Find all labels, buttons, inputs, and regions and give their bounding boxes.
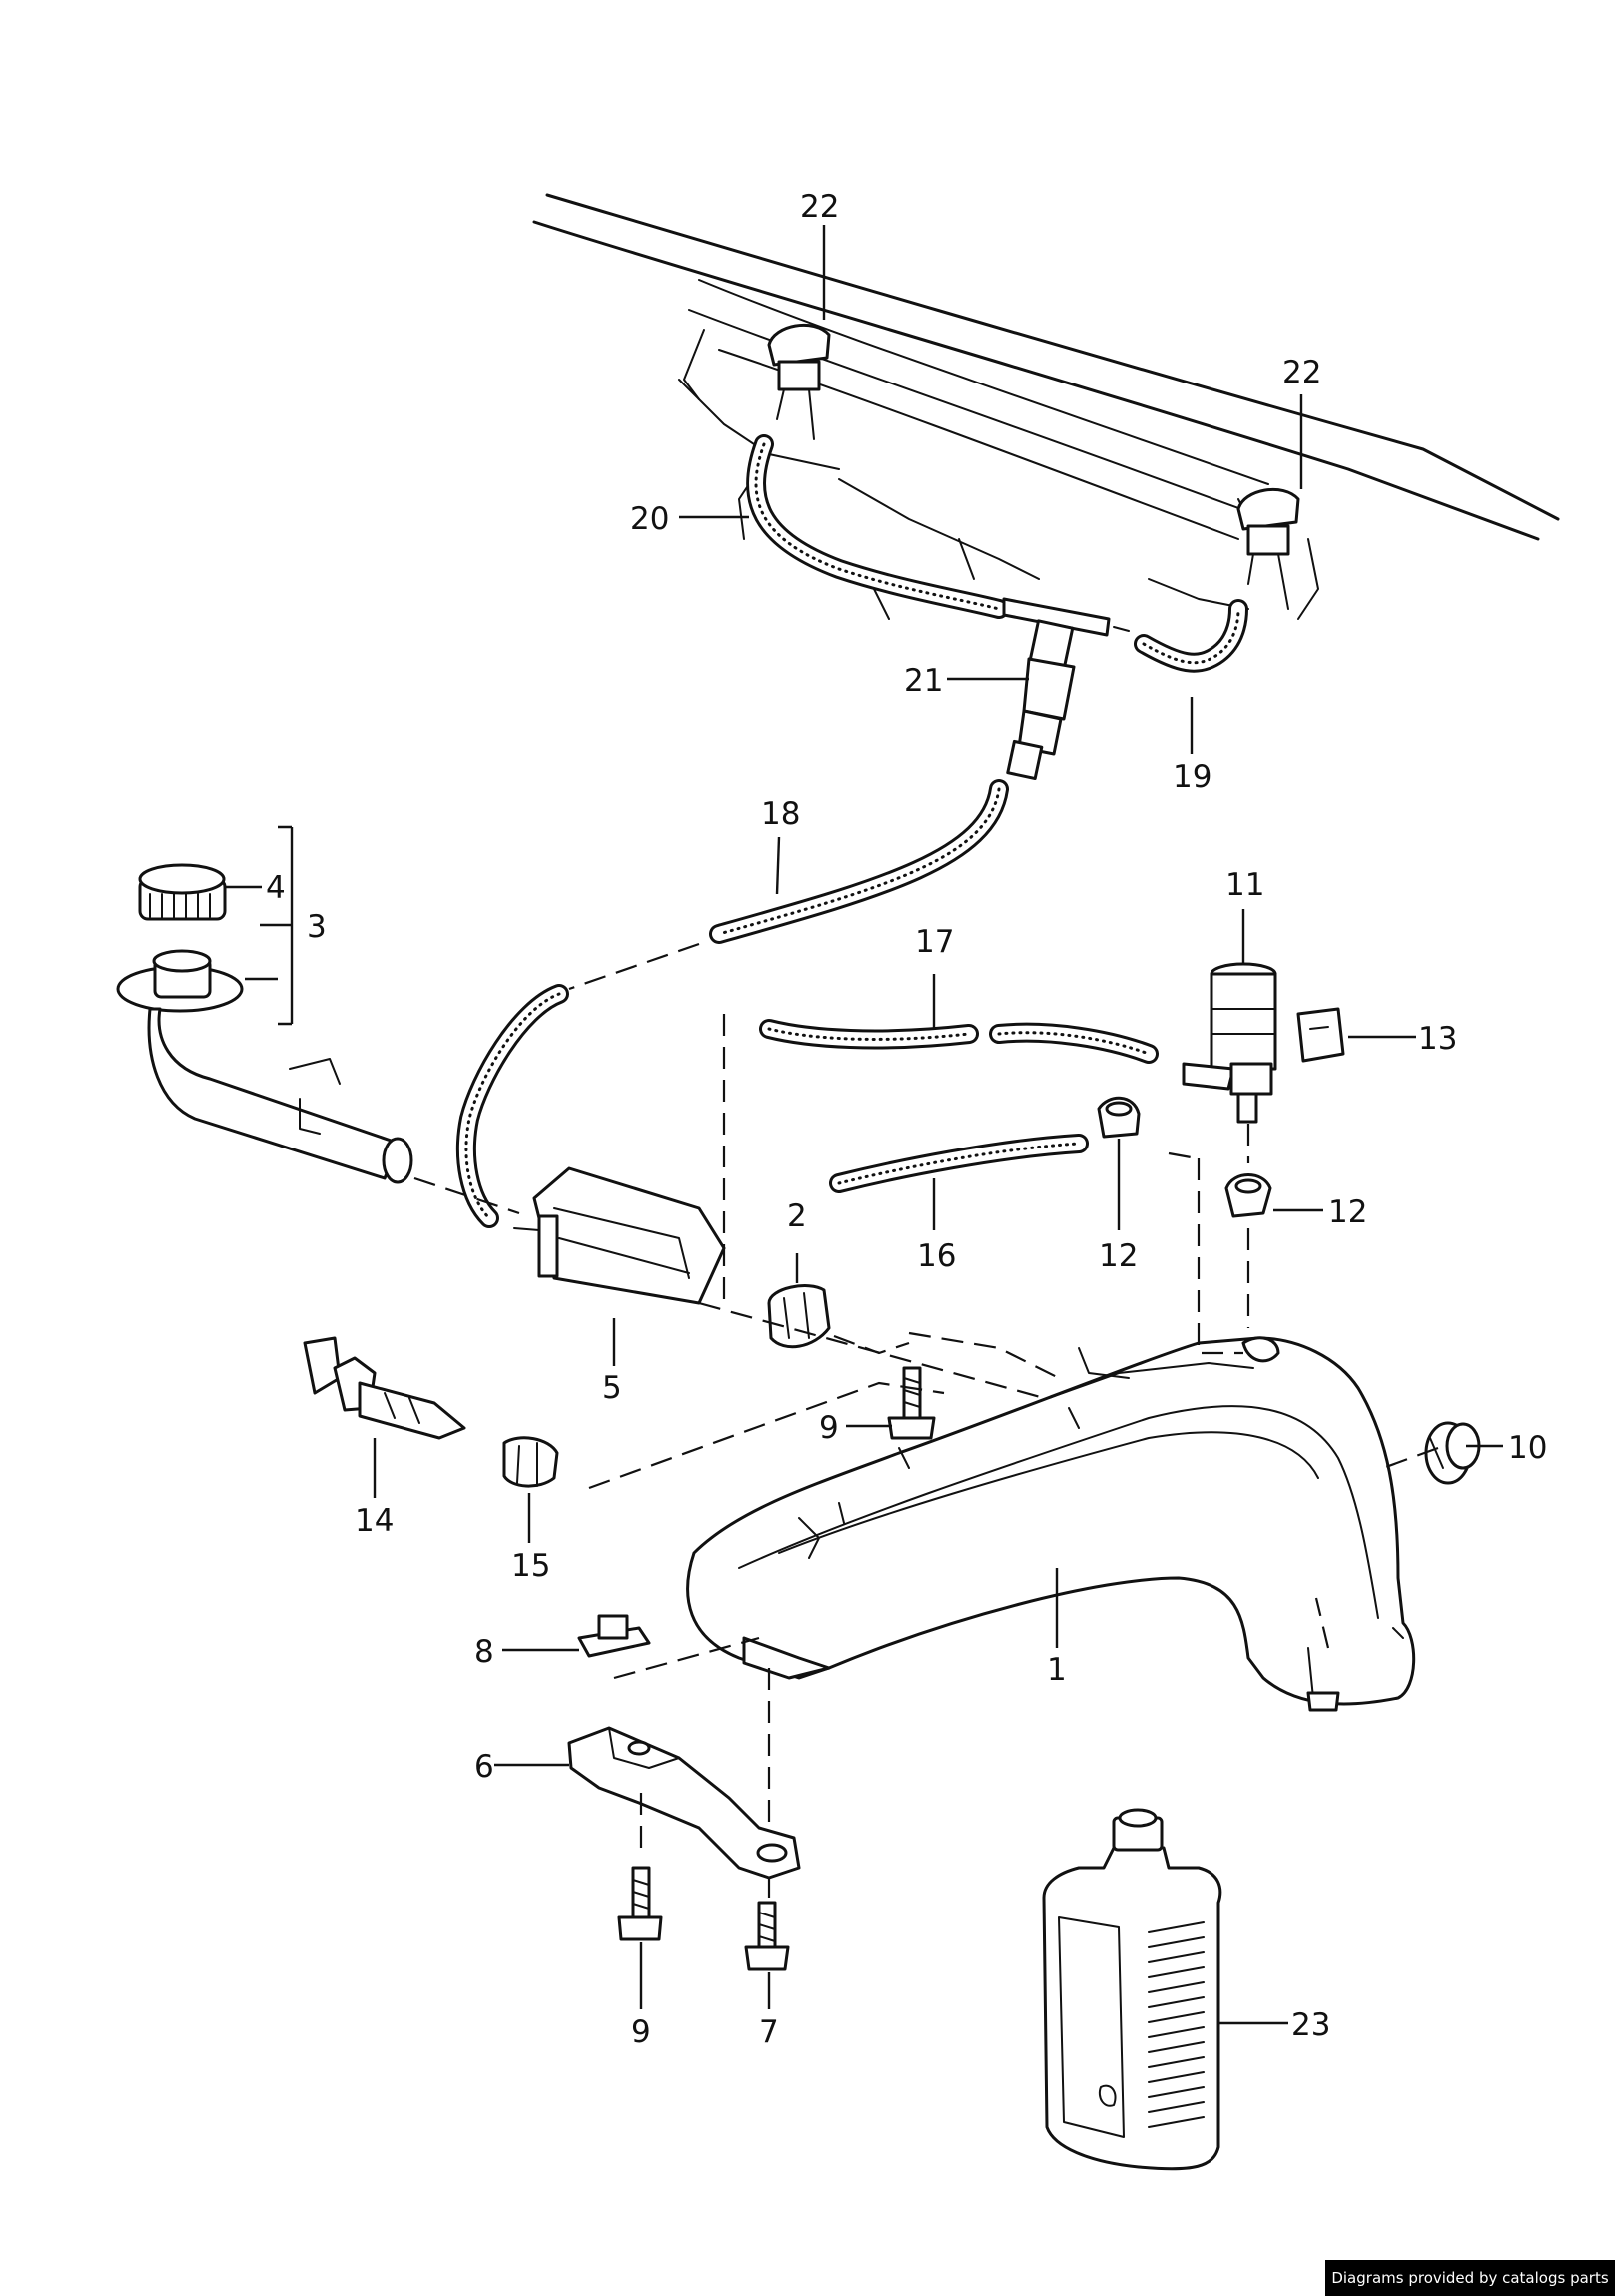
- callout-11: 11: [1225, 867, 1264, 903]
- callout-19: 19: [1173, 759, 1211, 795]
- callout-2: 2: [787, 1198, 807, 1234]
- callout-20: 20: [630, 501, 669, 537]
- bolt-7: [744, 1901, 790, 1971]
- reservoir-1: [686, 1336, 1416, 1712]
- callout-12-right: 12: [1328, 1194, 1367, 1230]
- attribution-badge: Diagrams provided by catalogs parts: [1325, 2260, 1615, 2296]
- assembly-lines: [413, 1124, 1439, 1898]
- level-sensor-14: [303, 1336, 466, 1440]
- callouts: 22 22 20 21 19 18 4 3 17 11 13 12 12 16 …: [266, 189, 1547, 2050]
- callout-5: 5: [602, 1370, 622, 1406]
- callout-16: 16: [917, 1238, 956, 1274]
- callout-13: 13: [1418, 1021, 1457, 1057]
- leader-lines: [225, 225, 1503, 2025]
- callout-18: 18: [761, 796, 800, 832]
- grommet-15: [502, 1436, 559, 1488]
- bolt-9-upper: [887, 1366, 936, 1440]
- clip-8: [577, 1614, 651, 1658]
- hose-16: [829, 1134, 1089, 1193]
- callout-1: 1: [1047, 1652, 1067, 1688]
- washer-pump-11: [1182, 962, 1277, 1124]
- hose-18: [455, 779, 1009, 1228]
- callout-3: 3: [307, 909, 327, 945]
- callout-9-lower: 9: [631, 2014, 651, 2050]
- callout-9-upper: 9: [819, 1410, 839, 1446]
- cap-10: [1424, 1421, 1481, 1485]
- callout-4: 4: [266, 870, 286, 906]
- callout-22-right: 22: [1282, 355, 1321, 390]
- callout-6: 6: [474, 1749, 494, 1785]
- t-piece-21: [1002, 597, 1130, 781]
- callout-22-left: 22: [800, 189, 839, 225]
- grommet-12b: [1224, 1173, 1272, 1218]
- filler-cap-4: [138, 863, 227, 921]
- callout-14: 14: [355, 1503, 394, 1539]
- grommet-12a: [1097, 1096, 1141, 1139]
- filler-neck-3: [116, 949, 413, 1184]
- callout-23: 23: [1291, 2007, 1330, 2043]
- callout-7: 7: [759, 2014, 779, 2050]
- bracket-6: [567, 1726, 801, 1880]
- hose-17: [722, 1014, 1159, 1308]
- bracket-5: [513, 1166, 726, 1305]
- callout-21: 21: [904, 663, 943, 699]
- callout-10: 10: [1508, 1430, 1547, 1466]
- grommet-2: [767, 1284, 831, 1349]
- washer-nozzle-left: [767, 323, 831, 440]
- washer-nozzle-right: [1236, 487, 1300, 610]
- hood-outline: [532, 193, 1560, 620]
- hose-20: [746, 434, 1009, 619]
- callout-17: 17: [915, 924, 954, 960]
- callout-15: 15: [511, 1548, 550, 1584]
- callout-8: 8: [474, 1634, 494, 1670]
- fluid-bottle-23: [1042, 1808, 1222, 2171]
- hose-19: [1134, 599, 1248, 673]
- callout-12-mid: 12: [1099, 1238, 1138, 1274]
- bolt-9-lower: [617, 1866, 663, 1941]
- clip-13: [1296, 1007, 1345, 1063]
